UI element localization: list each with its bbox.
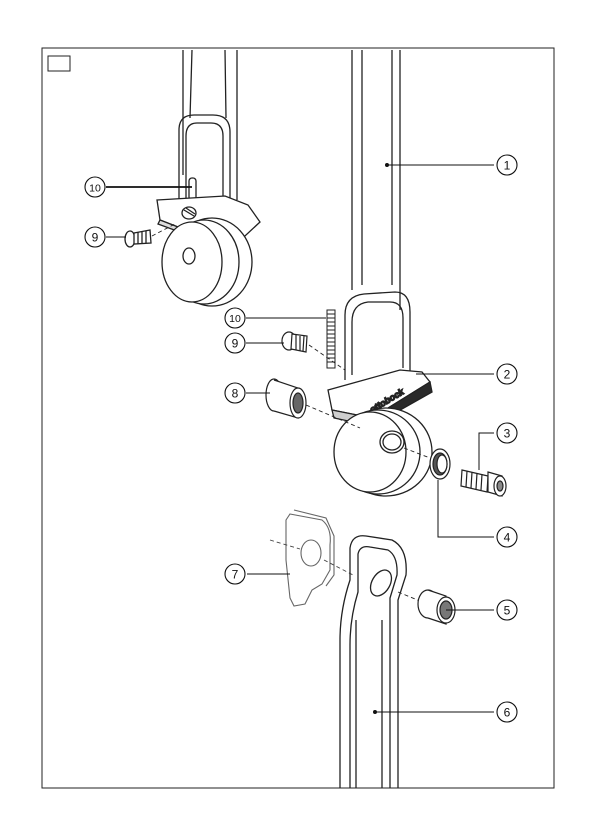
stop-plate [270,510,355,606]
screw-3 [461,470,506,496]
svg-text:8: 8 [232,387,239,401]
lower-bar [340,536,425,788]
svg-text:3: 3 [504,427,511,441]
svg-text:6: 6 [504,706,511,720]
callout-5: 5 [497,600,517,620]
spring-pin [327,310,335,368]
callout-1: 1 [497,155,517,175]
detail-joint-assembly [125,50,260,306]
svg-text:7: 7 [232,568,239,582]
figure-tag-box [48,56,70,71]
svg-text:9: 9 [92,231,99,245]
callout-10-main: 10 [225,308,245,328]
callout-8: 8 [225,383,245,403]
callout-10-top: 10 [85,177,105,197]
upper-bar [345,50,410,380]
callout-7: 7 [225,564,245,584]
svg-text:1: 1 [504,159,511,173]
screw-9 [282,332,345,370]
svg-text:2: 2 [504,368,511,382]
svg-text:10: 10 [229,313,241,325]
callout-9-top: 9 [85,227,105,247]
svg-text:5: 5 [504,604,511,618]
svg-text:9: 9 [232,337,239,351]
callout-3: 3 [497,423,517,443]
callout-4: 4 [497,527,517,547]
bushing [418,590,455,624]
svg-text:4: 4 [504,531,511,545]
svg-text:10: 10 [89,183,101,195]
callout-9-main: 9 [225,333,245,353]
callout-2: 2 [497,364,517,384]
callout-6: 6 [497,702,517,722]
leader-3 [479,433,494,470]
joint-disc [334,408,432,496]
